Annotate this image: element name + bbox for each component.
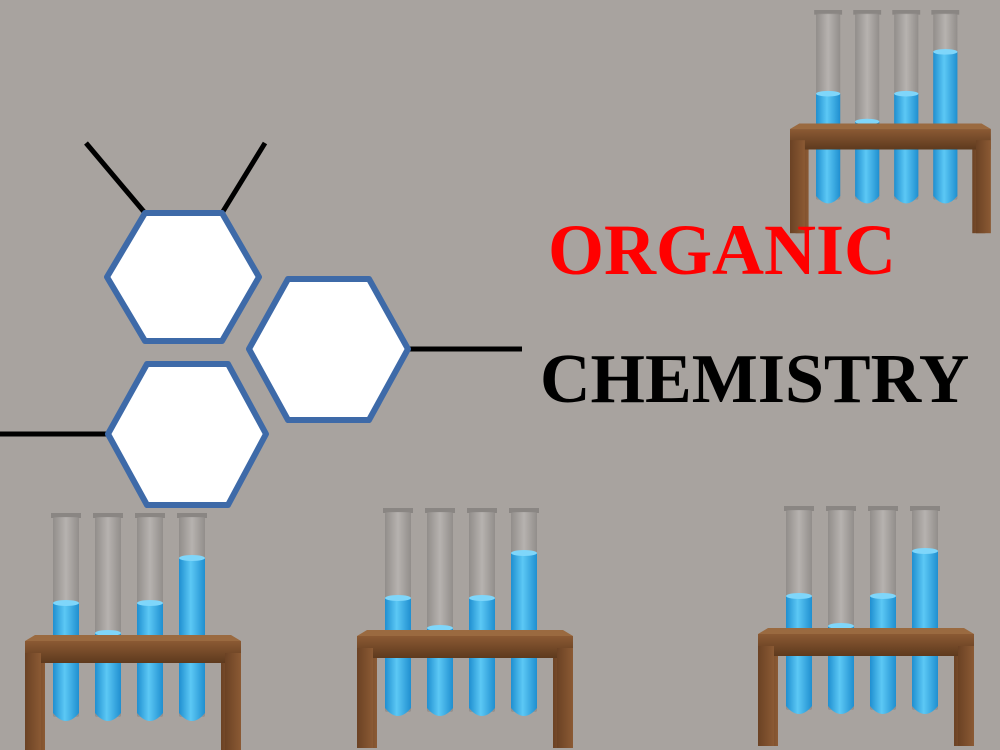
hexagon-ring	[105, 361, 269, 508]
hexagon-ring	[246, 276, 411, 423]
test-tube	[931, 10, 960, 204]
test-tube-rack	[357, 508, 573, 748]
test-tube-rack	[790, 10, 991, 234]
test-tube	[467, 508, 497, 716]
test-tube	[853, 10, 882, 204]
test-tube-rack	[25, 513, 241, 750]
molecule-diagram	[0, 141, 522, 508]
rack-shelf	[357, 636, 573, 658]
test-tube	[425, 508, 455, 716]
test-tube	[93, 513, 123, 721]
test-tube	[826, 506, 856, 714]
test-tube	[868, 506, 898, 714]
test-tube	[784, 506, 814, 714]
test-tube	[910, 506, 940, 714]
hexagon-ring	[104, 210, 262, 344]
title-chemistry: CHEMISTRY	[540, 341, 970, 418]
bond-line	[219, 141, 268, 215]
test-tube	[177, 513, 207, 721]
bond-line	[84, 141, 147, 215]
rack-shelf	[758, 634, 974, 656]
rack-shelf	[25, 641, 241, 663]
test-tube	[509, 508, 539, 716]
rack-shelf	[790, 129, 991, 150]
test-tube	[814, 10, 843, 204]
test-tube	[892, 10, 921, 204]
test-tube-rack	[758, 506, 974, 746]
test-tube	[51, 513, 81, 721]
test-tube	[383, 508, 413, 716]
title-organic: ORGANIC	[548, 210, 897, 290]
test-tube	[135, 513, 165, 721]
